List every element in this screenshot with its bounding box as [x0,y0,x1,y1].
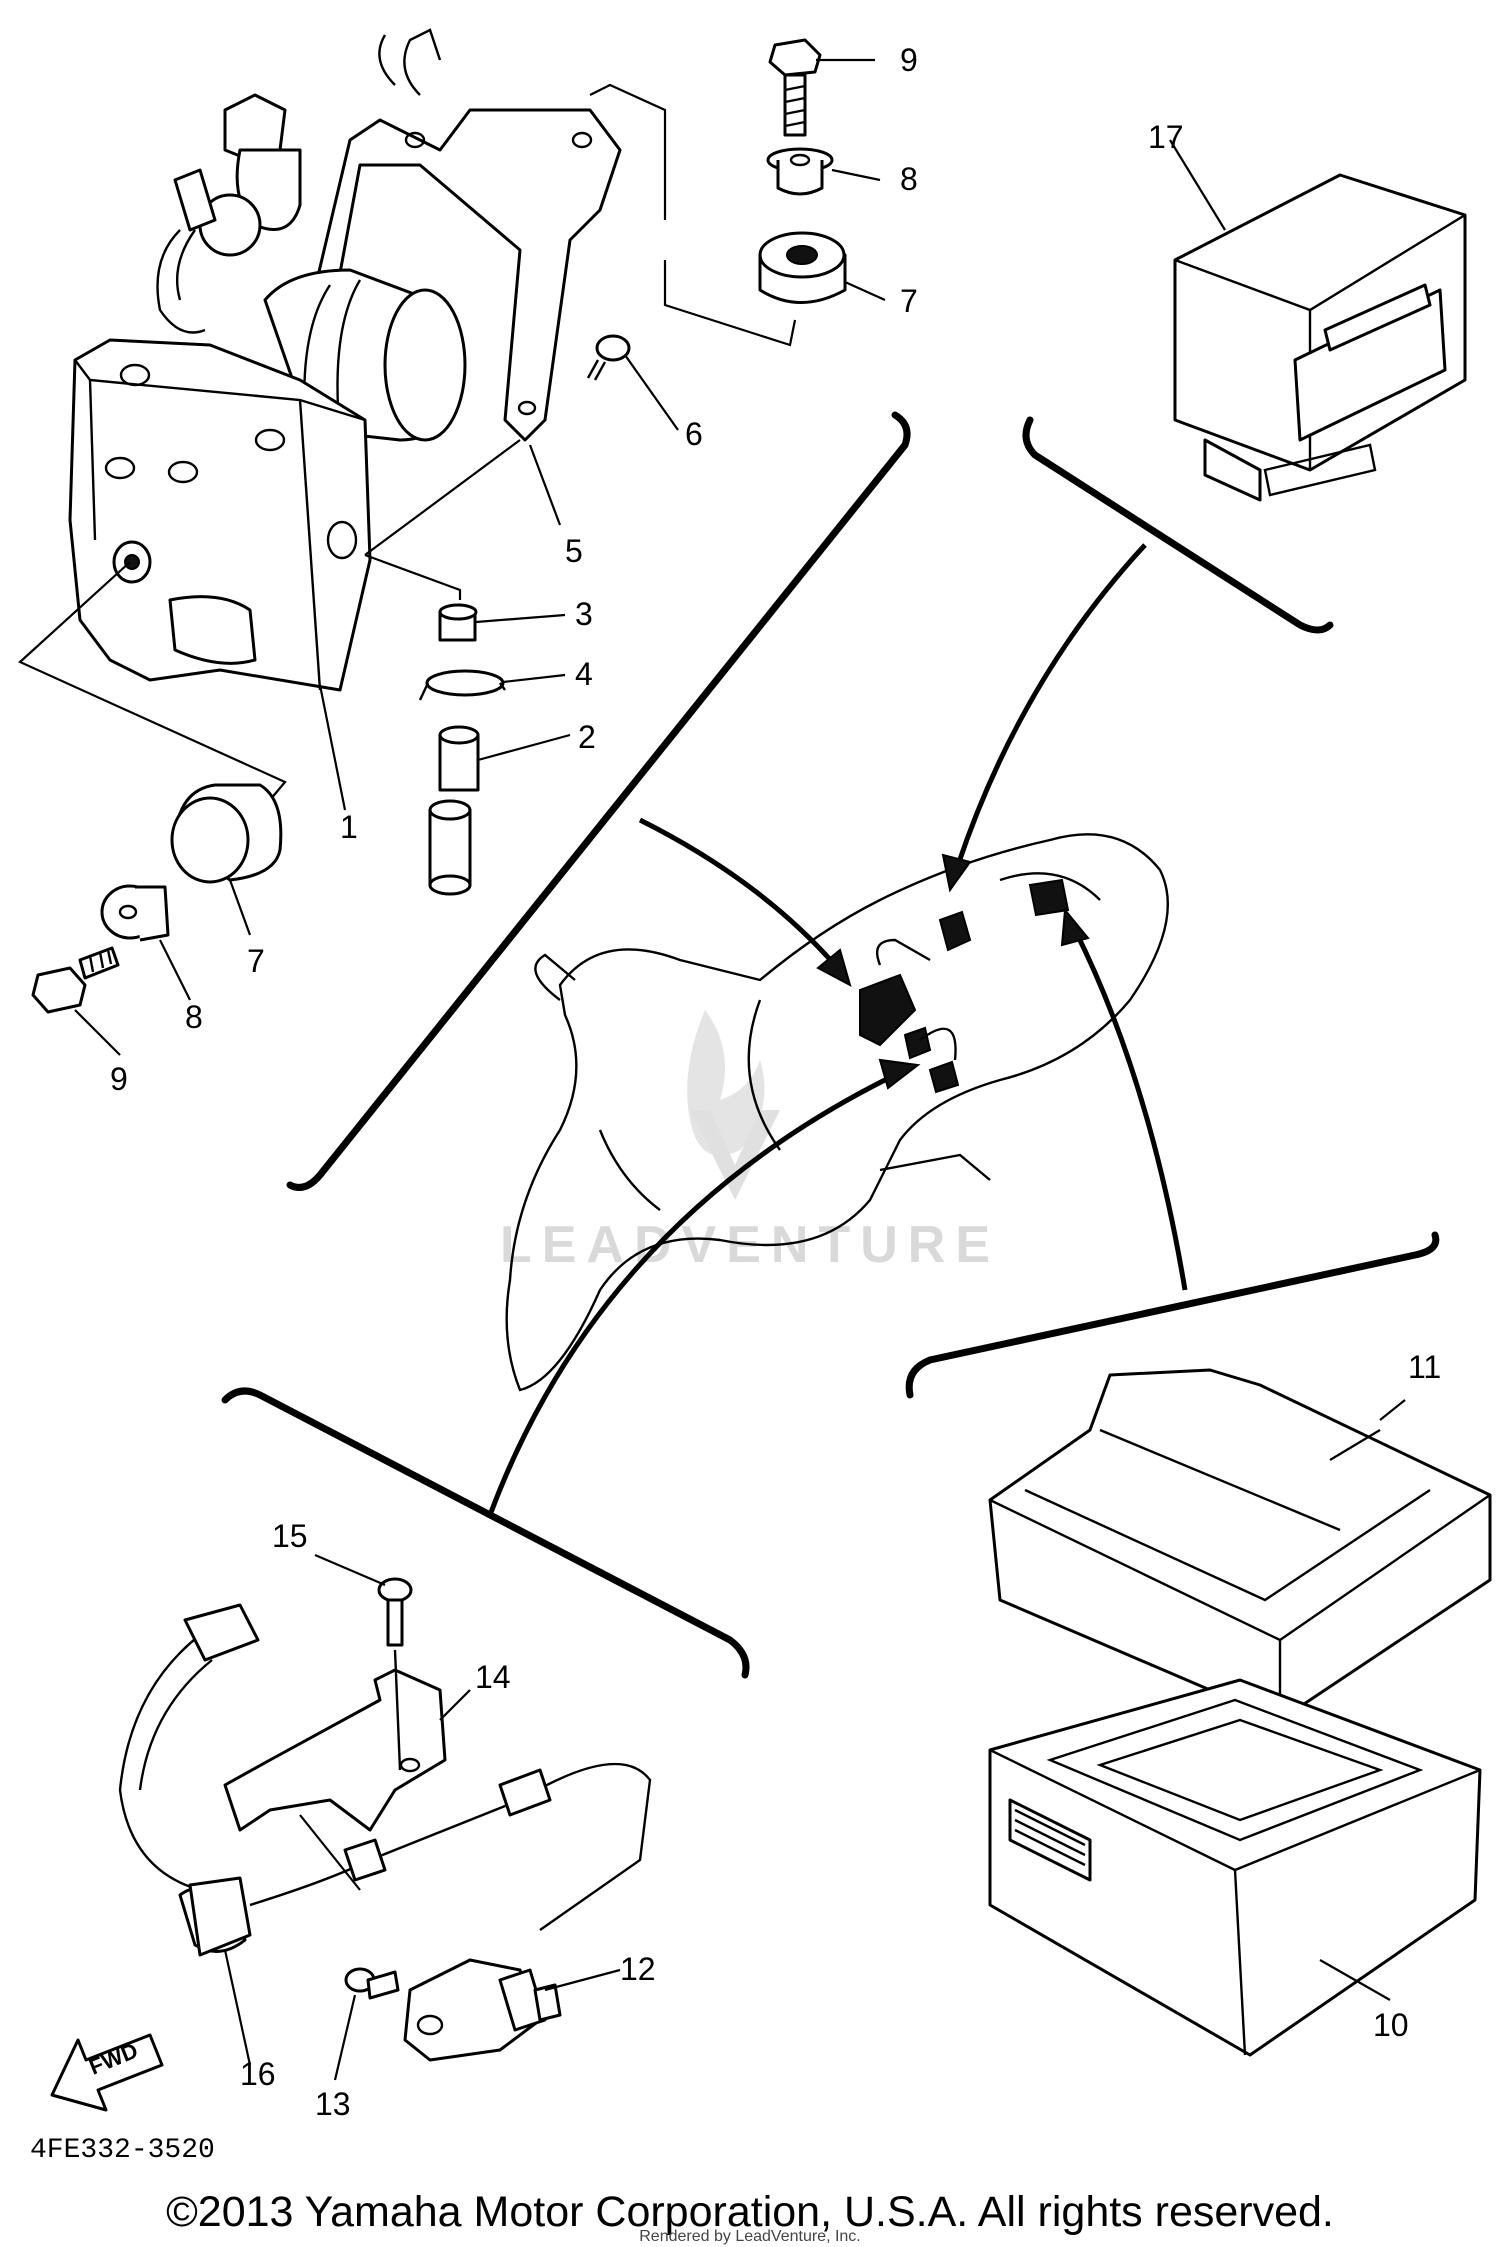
callout-6: 6 [685,416,703,452]
bolt-part-9-top [768,38,822,137]
callout-16: 16 [240,2056,276,2092]
callout-4: 4 [575,656,593,692]
callout-11: 11 [1408,1349,1441,1385]
callout-14: 14 [475,1659,511,1695]
callout-5: 5 [565,533,583,569]
callout-8-left: 8 [185,999,203,1035]
collar-part-3 [438,603,478,642]
bolt-part-6 [586,334,631,381]
motorcycle-overview [505,833,1170,1392]
ecu-cover-part-11 [988,1368,1492,1722]
control-unit-part-17 [1173,173,1467,502]
leader-lines [74,58,1406,2081]
callout-15: 15 [272,1518,308,1554]
clip-part-4 [418,669,506,701]
hose-part-2 [428,725,480,896]
callout-7-left: 7 [247,943,265,979]
hydraulic-unit-assembly [68,28,622,692]
collar-part-8-top [766,147,834,196]
callout-3: 3 [575,596,593,632]
bolt-part-13 [344,1967,400,2000]
callout-7-top: 7 [900,283,918,319]
callout-17: 17 [1148,119,1184,155]
location-arrows [487,543,1188,1516]
group-brackets [221,411,1440,1679]
bolt-part-15 [377,1577,413,1647]
part-1-reference-line [18,561,287,801]
callout-9-left: 9 [110,1061,128,1097]
bolt-part-9-left [31,946,120,1014]
grommet-part-7-top [758,231,847,304]
fwd-arrow-icon: FWD [50,2033,164,2112]
top-reference-line [589,83,797,347]
ecu-base-part-10 [988,1678,1482,2057]
sensor-housing-part-14 [223,1649,447,1832]
callout-1: 1 [340,809,358,845]
grommet-part-7-left [170,783,283,884]
wheel-sensor-part-12 [403,1958,562,2062]
callout-12: 12 [620,1951,656,1987]
collar-part-8-left [100,884,170,942]
part-5-reference-line [364,439,521,600]
callout-2: 2 [578,719,596,755]
callout-8-top: 8 [900,161,918,197]
diagram-code: 4FE332-3520 [30,2135,215,2166]
part-14-reference-line [299,1814,361,1891]
rendered-by-note: Rendered by LeadVenture, Inc. [639,2228,861,2245]
callout-9-top: 9 [900,42,918,78]
callout-13: 13 [315,2086,351,2122]
copyright-notice: ©2013 Yamaha Motor Corporation, U.S.A. A… [166,2188,1334,2236]
callout-labels: 9 8 7 6 5 3 4 2 1 7 8 9 17 11 10 12 14 1… [110,42,1441,2122]
clamp-part-16 [188,1876,252,1957]
callout-10: 10 [1373,2007,1409,2043]
